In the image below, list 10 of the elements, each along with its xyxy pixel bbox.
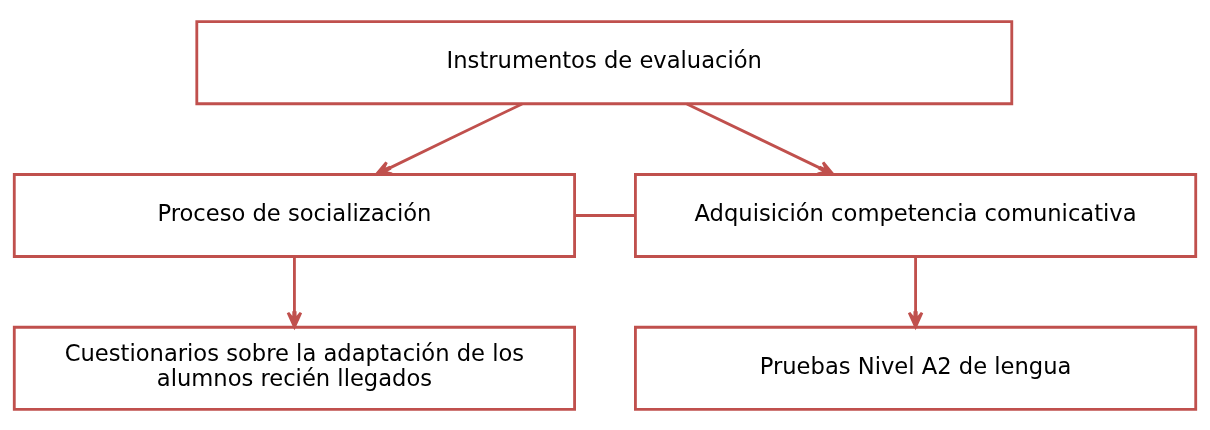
node-box: Proceso de socialización xyxy=(12,172,576,258)
connector xyxy=(574,213,636,217)
arrow xyxy=(907,256,924,328)
arrow xyxy=(375,102,523,176)
node-box: Adquisición competencia comunicativa xyxy=(634,172,1198,258)
arrow xyxy=(686,102,835,176)
node-box: Pruebas Nivel A2 de lengua xyxy=(634,325,1198,411)
node-box: Cuestionarios sobre la adaptación de los alumnos recién llegados xyxy=(12,325,576,411)
arrow xyxy=(286,256,303,328)
node-box: Instrumentos de evaluación xyxy=(195,19,1014,105)
